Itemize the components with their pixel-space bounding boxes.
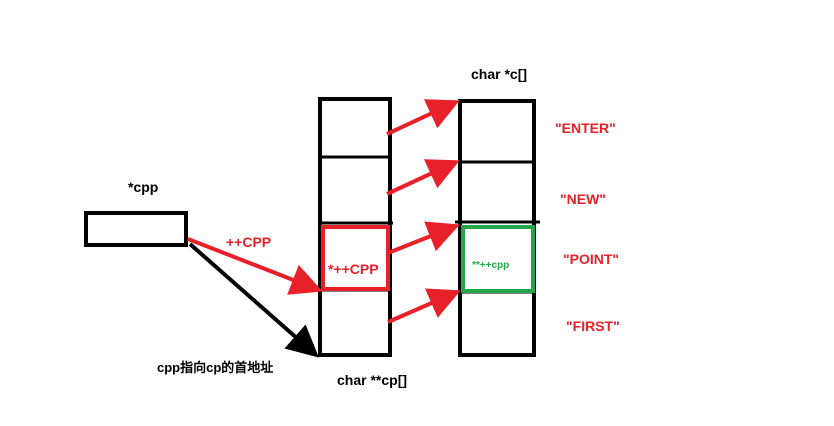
cp-array: *++CPP char **cp[] (318, 97, 407, 388)
string-point: "POINT" (563, 251, 619, 267)
c-array: char *c[] **++cpp (455, 66, 540, 357)
cp-highlight-cell (321, 225, 390, 291)
arrow-cp2-to-c2 (387, 221, 460, 255)
c-highlight-cell (461, 225, 535, 293)
cpp-variable-box (84, 211, 188, 247)
cpp-arrows: ++CPP cpp指向cp的首地址 (157, 234, 323, 375)
arrow-increment (187, 237, 323, 295)
increment-label: ++CPP (226, 234, 271, 250)
string-first: "FIRST" (566, 318, 620, 334)
deref-increment-label: *++CPP (328, 261, 379, 277)
cpp-variable: *cpp (84, 179, 188, 247)
cp-array-label: char **cp[] (337, 372, 407, 388)
arrow-cp3-to-c3 (387, 288, 461, 324)
string-new: "NEW" (560, 191, 606, 207)
string-literals: "ENTER" "NEW" "POINT" "FIRST" (555, 120, 620, 334)
cpp-variable-label: *cpp (128, 179, 158, 195)
cp-to-c-arrows (386, 99, 461, 324)
cpp-note: cpp指向cp的首地址 (157, 360, 273, 375)
string-enter: "ENTER" (555, 120, 616, 136)
arrow-cp0-to-c0 (386, 99, 460, 136)
c-array-label: char *c[] (471, 66, 527, 82)
double-deref-label: **++cpp (472, 260, 509, 271)
arrow-cp1-to-c1 (386, 159, 460, 196)
arrow-cpp-to-cp (188, 242, 320, 358)
